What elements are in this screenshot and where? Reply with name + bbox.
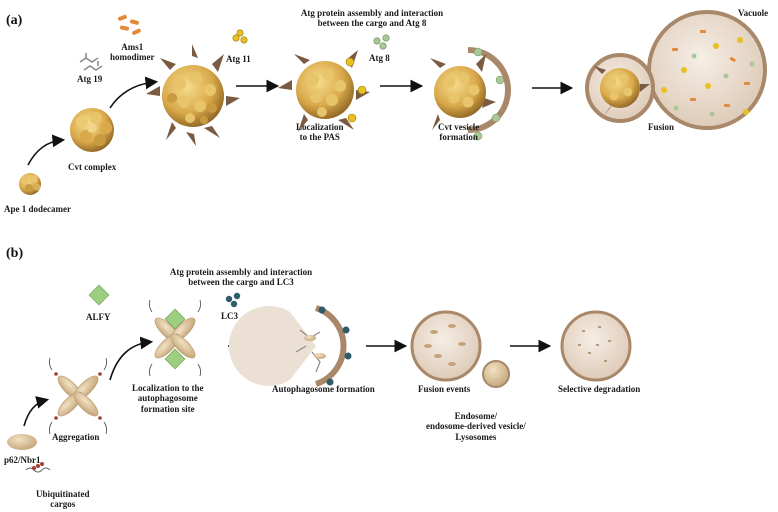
- cvt-cargo-atg19: [146, 44, 240, 146]
- arrow-cvt-to-complex: [109, 76, 159, 109]
- label-selective-degradation: Selective degradation: [558, 384, 641, 394]
- label-autophagosome: Autophagosome formation: [272, 384, 375, 394]
- endosome-icon: [482, 360, 510, 388]
- p62-icon: [7, 434, 37, 450]
- label-fusion-events: Fusion events: [418, 384, 471, 394]
- label-ams1-line1: Ams1: [121, 42, 144, 52]
- lc3-icon: [225, 292, 241, 308]
- vacuole: [647, 10, 767, 130]
- header-b-line2: between the cargo and LC3: [188, 277, 294, 288]
- ams1-icon: [117, 14, 141, 36]
- cvt-complex: [70, 108, 114, 152]
- label-atg19: Atg 19: [77, 74, 103, 84]
- atg19-icon: [79, 53, 103, 71]
- label-localization: Localization to the autophagosome format…: [132, 383, 204, 414]
- autophagosome-formation: [228, 305, 352, 387]
- label-cvt-complex: Cvt complex: [68, 162, 117, 172]
- label-endosome: Endosome/ endosome-derived vesicle/ Lyso…: [426, 411, 526, 442]
- fusing-cvt-vesicle: [585, 53, 655, 123]
- header-a-line2: between the cargo and Atg 8: [317, 18, 427, 29]
- label-lc3: LC3: [221, 311, 239, 321]
- label-ams1-line2: homodimer: [110, 52, 155, 63]
- aggregation-complex: [48, 357, 108, 435]
- header-b: Atg protein assembly and interaction bet…: [156, 267, 326, 288]
- header-b-line1: Atg protein assembly and interaction: [169, 267, 313, 277]
- label-loc-line3: formation site: [140, 403, 195, 414]
- label-p62: p62/Nbr1: [4, 455, 41, 465]
- ape1-dodecamer: [19, 173, 41, 195]
- label-ams1: Ams1 homodimer: [110, 42, 155, 63]
- label-loc-line2: autophagosome: [137, 393, 198, 404]
- ubiquitinated-cargos-icon: [25, 462, 51, 473]
- arrow-ape1-to-cvt: [27, 134, 66, 166]
- label-atg11: Atg 11: [226, 54, 251, 64]
- arrow-aggregation-to-localization: [109, 336, 154, 381]
- arrow-p62-to-aggregation: [23, 396, 50, 427]
- label-ubiq-line1: Ubiquitinated: [36, 489, 90, 499]
- label-endo-line3: Lysosomes: [455, 431, 497, 442]
- label-pas-line1: Localization: [296, 122, 344, 132]
- label-pas-line2: to the PAS: [299, 132, 340, 143]
- label-aggregation: Aggregation: [52, 432, 100, 442]
- label-endo-line2: endosome-derived vesicle/: [426, 421, 526, 432]
- label-alfy: ALFY: [86, 312, 111, 322]
- header-a: Atg protein assembly and interaction bet…: [286, 8, 458, 29]
- label-endo-line1: Endosome/: [454, 411, 498, 421]
- label-loc-line1: Localization to the: [132, 383, 204, 393]
- panel-b-letter: (b): [6, 246, 24, 261]
- atg11-icon: [232, 29, 248, 44]
- label-pas: Localization to the PAS: [296, 122, 344, 143]
- label-cvt-vesicle: Cvt vesicle formation: [438, 122, 479, 143]
- fusion-events: [410, 310, 510, 388]
- label-ubiq-line2: cargos: [50, 499, 76, 510]
- header-a-line1: Atg protein assembly and interaction: [300, 8, 444, 18]
- label-vacuole: Vacuole: [738, 8, 769, 18]
- alfy-icon: [88, 284, 110, 306]
- cargo-at-pas: [278, 50, 370, 132]
- cvt-vesicle-formation: [430, 47, 511, 141]
- label-fusion: Fusion: [648, 122, 675, 132]
- label-ubiquitinated: Ubiquitinated cargos: [36, 489, 90, 510]
- localization-complex: [148, 299, 202, 377]
- panel-a-letter: (a): [6, 13, 23, 28]
- label-cvt-vesicle-line1: Cvt vesicle: [438, 122, 480, 132]
- label-cvt-vesicle-line2: formation: [439, 132, 478, 143]
- selective-degradation: [560, 310, 632, 382]
- label-ape1: Ape 1 dodecamer: [4, 204, 71, 214]
- atg8-icon: [373, 34, 390, 50]
- label-atg8: Atg 8: [369, 53, 390, 63]
